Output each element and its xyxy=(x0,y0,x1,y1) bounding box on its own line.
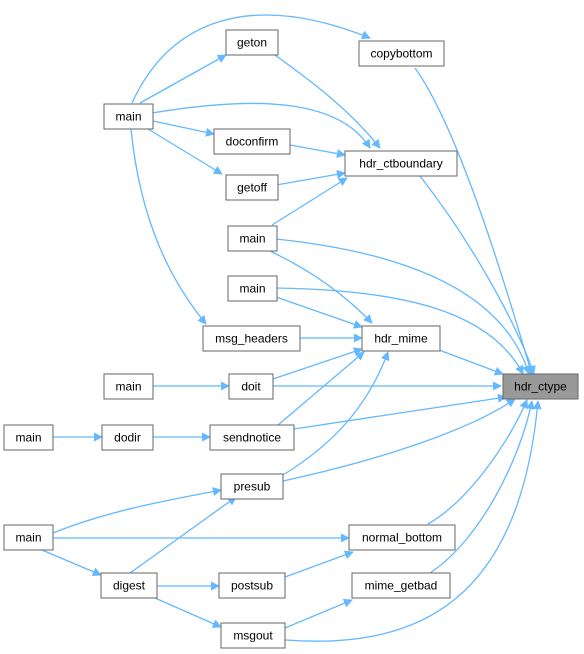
edge-main-d-hdr-ctype xyxy=(275,287,524,375)
node-label: geton xyxy=(237,36,267,50)
edge-main-f-presub xyxy=(52,487,222,534)
node-label: dodir xyxy=(114,431,141,445)
node-label: msg_headers xyxy=(215,332,288,346)
node-sendnotice[interactable]: sendnotice xyxy=(209,424,295,451)
node-label: hdr_ctboundary xyxy=(359,157,442,171)
node-main-left[interactable]: main xyxy=(3,424,54,451)
edge-main-a-doconfirm xyxy=(152,120,215,137)
edge-msgout-mime-getbad xyxy=(284,598,353,629)
node-label: copybottom xyxy=(370,47,432,61)
node-label: hdr_mime xyxy=(374,332,428,346)
edge-mime-getbad-hdr-ctype xyxy=(429,400,535,574)
node-label: main xyxy=(239,282,265,296)
edge-main-a-msg-headers xyxy=(130,128,207,325)
node-label: digest xyxy=(113,579,146,593)
edge-normal-bottom-hdr-ctype xyxy=(427,399,528,525)
edges xyxy=(41,14,542,642)
edge-digest-msgout xyxy=(154,597,222,628)
node-label: sendnotice xyxy=(223,431,281,445)
node-label: doconfirm xyxy=(226,135,279,149)
node-msg-headers[interactable]: msg_headers xyxy=(202,325,301,352)
node-label: doit xyxy=(241,380,261,394)
node-digest[interactable]: digest xyxy=(100,572,158,599)
node-label: getoff xyxy=(237,181,267,195)
node-main-a[interactable]: main xyxy=(103,103,154,130)
node-hdr-mime[interactable]: hdr_mime xyxy=(361,325,441,352)
node-main-c[interactable]: main xyxy=(227,225,278,252)
node-getoff[interactable]: getoff xyxy=(225,174,279,201)
node-label: normal_bottom xyxy=(362,531,442,545)
edge-main-c-hdr-mime xyxy=(269,250,373,324)
edge-main-a-hdr-ctboundary xyxy=(151,102,371,149)
node-presub[interactable]: presub xyxy=(220,473,284,500)
node-main-e[interactable]: main xyxy=(103,373,154,400)
edge-main-a-copybottom xyxy=(131,14,371,104)
edge-hdr-mime-hdr-ctype xyxy=(438,349,504,376)
edge-main-a-getoff xyxy=(147,128,223,175)
node-main-d[interactable]: main xyxy=(227,275,278,302)
edge-main-c-hdr-ctype xyxy=(275,238,531,375)
node-label: main xyxy=(15,531,41,545)
edge-getoff-hdr-ctboundary xyxy=(275,169,346,186)
nodes: hdr_ctype copybottom hdr_ctboundary hdr_… xyxy=(3,29,579,649)
edge-doit-hdr-mime xyxy=(272,347,363,380)
edge-presub-hdr-mime xyxy=(282,351,390,476)
edge-presub-hdr-ctype xyxy=(282,398,516,482)
node-label: main xyxy=(115,380,141,394)
edge-doconfirm-hdr-ctboundary xyxy=(289,144,346,158)
edge-copybottom-hdr-ctype xyxy=(414,67,535,376)
node-label: presub xyxy=(234,480,271,494)
node-mime-getbad[interactable]: mime_getbad xyxy=(351,572,451,599)
node-postsub[interactable]: postsub xyxy=(218,572,286,599)
node-label: main xyxy=(115,110,141,124)
edge-main-d-hdr-mime xyxy=(275,296,363,329)
edge-geton-hdr-ctboundary xyxy=(271,52,381,149)
edge-digest-presub xyxy=(129,496,237,574)
node-doconfirm[interactable]: doconfirm xyxy=(213,128,291,155)
edge-msgout-hdr-ctype xyxy=(284,400,542,642)
edge-sendnotice-hdr-ctype xyxy=(293,393,507,430)
edge-main-f-digest xyxy=(41,549,102,576)
node-label: mime_getbad xyxy=(365,579,438,593)
node-label: msgout xyxy=(233,629,273,643)
edge-main-a-geton xyxy=(139,54,227,104)
node-label: main xyxy=(239,232,265,246)
edge-hdr-ctboundary-hdr-ctype xyxy=(419,175,536,375)
node-label: main xyxy=(15,431,41,445)
node-hdr-ctype[interactable]: hdr_ctype xyxy=(502,373,579,400)
node-hdr-ctboundary[interactable]: hdr_ctboundary xyxy=(344,150,458,177)
node-label: postsub xyxy=(231,579,273,593)
node-geton[interactable]: geton xyxy=(225,29,279,56)
node-main-f[interactable]: main xyxy=(3,524,54,551)
edge-sendnotice-hdr-mime xyxy=(277,351,365,426)
edge-postsub-normal-bottom xyxy=(284,550,354,578)
node-copybottom[interactable]: copybottom xyxy=(358,40,445,67)
node-dodir[interactable]: dodir xyxy=(101,424,154,451)
node-label: hdr_ctype xyxy=(514,380,567,394)
edge-main-c-hdr-ctboundary xyxy=(271,177,348,226)
node-msgout[interactable]: msgout xyxy=(220,622,286,649)
node-doit[interactable]: doit xyxy=(228,373,274,400)
node-normal-bottom[interactable]: normal_bottom xyxy=(348,524,456,551)
